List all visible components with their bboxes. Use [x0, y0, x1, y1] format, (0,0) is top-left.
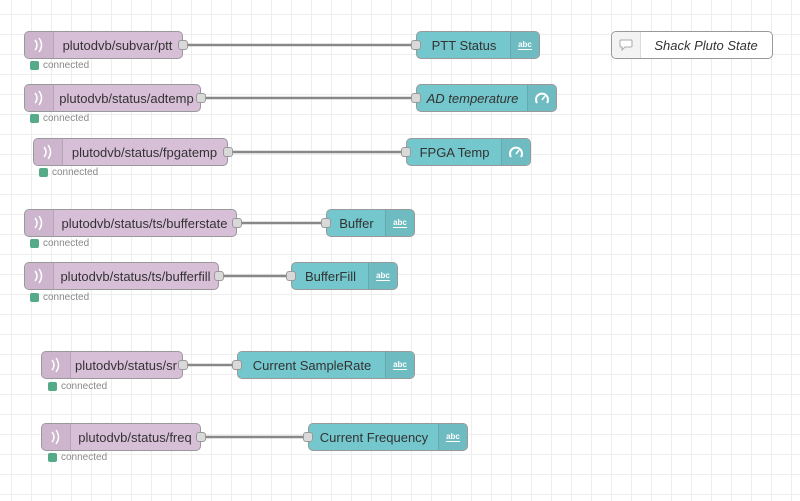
- node-label: AD temperature: [426, 90, 519, 106]
- output-port[interactable]: [196, 93, 206, 103]
- comment-label: Shack Pluto State: [654, 37, 758, 53]
- node-label: plutodvb/status/ts/bufferstate: [61, 215, 228, 231]
- mqtt-in-node-freq[interactable]: plutodvb/status/freq: [41, 423, 206, 451]
- output-port[interactable]: [178, 40, 188, 50]
- status-dot-icon: [30, 114, 39, 123]
- status-connected: connected: [30, 292, 89, 303]
- mqtt-in-node-bufferfill[interactable]: plutodvb/status/ts/bufferfill: [24, 262, 224, 290]
- ui-text-node-bufferfill[interactable]: BufferFill abc: [286, 262, 398, 290]
- input-port[interactable]: [411, 40, 421, 50]
- mqtt-wifi-icon: [25, 210, 54, 236]
- status-connected: connected: [30, 238, 89, 249]
- node-label: BufferFill: [304, 268, 357, 284]
- ui-text-node-current-frequency[interactable]: Current Frequency abc: [303, 423, 468, 451]
- gauge-icon: [501, 139, 530, 165]
- node-label: plutodvb/status/freq: [78, 429, 192, 445]
- input-port[interactable]: [286, 271, 296, 281]
- mqtt-wifi-icon: [25, 32, 54, 58]
- output-port[interactable]: [196, 432, 206, 442]
- input-port[interactable]: [232, 360, 242, 370]
- output-port[interactable]: [232, 218, 242, 228]
- status-dot-icon: [30, 239, 39, 248]
- node-label: plutodvb/status/sr: [75, 357, 177, 373]
- node-label: plutodvb/status/fpgatemp: [71, 144, 218, 160]
- mqtt-wifi-icon: [42, 352, 71, 378]
- status-dot-icon: [30, 61, 39, 70]
- output-port[interactable]: [214, 271, 224, 281]
- comment-icon: [612, 32, 641, 58]
- status-connected: connected: [39, 167, 98, 178]
- ui-text-node-ptt-status[interactable]: PTT Status abc: [411, 31, 540, 59]
- input-port[interactable]: [321, 218, 331, 228]
- input-port[interactable]: [411, 93, 421, 103]
- node-label: plutodvb/status/ts/bufferfill: [60, 268, 211, 284]
- status-connected: connected: [48, 452, 107, 463]
- mqtt-wifi-icon: [25, 85, 54, 111]
- output-port[interactable]: [223, 147, 233, 157]
- status-dot-icon: [48, 382, 57, 391]
- ui-gauge-node-fpga-temp[interactable]: FPGA Temp: [401, 138, 531, 166]
- comment-node-shack-pluto-state[interactable]: Shack Pluto State: [611, 31, 773, 59]
- mqtt-in-node-ptt[interactable]: plutodvb/subvar/ptt: [24, 31, 188, 59]
- mqtt-wifi-icon: [34, 139, 63, 165]
- node-label: Current Frequency: [319, 429, 429, 445]
- mqtt-wifi-icon: [42, 424, 71, 450]
- node-label: PTT Status: [431, 37, 497, 53]
- mqtt-wifi-icon: [25, 263, 54, 289]
- status-connected: connected: [30, 60, 89, 71]
- mqtt-in-node-adtemp[interactable]: plutodvb/status/adtemp: [24, 84, 206, 112]
- node-label: Current SampleRate: [252, 357, 372, 373]
- gauge-icon: [527, 85, 556, 111]
- text-abc-icon: abc: [510, 32, 539, 58]
- status-dot-icon: [39, 168, 48, 177]
- ui-text-node-buffer[interactable]: Buffer abc: [321, 209, 415, 237]
- status-connected: connected: [48, 381, 107, 392]
- status-dot-icon: [30, 293, 39, 302]
- mqtt-in-node-fpgatemp[interactable]: plutodvb/status/fpgatemp: [33, 138, 233, 166]
- node-label: plutodvb/status/adtemp: [59, 90, 194, 106]
- text-abc-icon: abc: [368, 263, 397, 289]
- status-dot-icon: [48, 453, 57, 462]
- status-connected: connected: [30, 113, 89, 124]
- ui-text-node-current-samplerate[interactable]: Current SampleRate abc: [232, 351, 415, 379]
- output-port[interactable]: [178, 360, 188, 370]
- text-abc-icon: abc: [438, 424, 467, 450]
- node-label: Buffer: [339, 215, 374, 231]
- input-port[interactable]: [401, 147, 411, 157]
- node-label: FPGA Temp: [419, 144, 490, 160]
- text-abc-icon: abc: [385, 352, 414, 378]
- mqtt-in-node-bufferstate[interactable]: plutodvb/status/ts/bufferstate: [24, 209, 242, 237]
- ui-gauge-node-ad-temperature[interactable]: AD temperature: [411, 84, 557, 112]
- text-abc-icon: abc: [385, 210, 414, 236]
- node-label: plutodvb/subvar/ptt: [62, 37, 173, 53]
- input-port[interactable]: [303, 432, 313, 442]
- mqtt-in-node-sr[interactable]: plutodvb/status/sr: [41, 351, 188, 379]
